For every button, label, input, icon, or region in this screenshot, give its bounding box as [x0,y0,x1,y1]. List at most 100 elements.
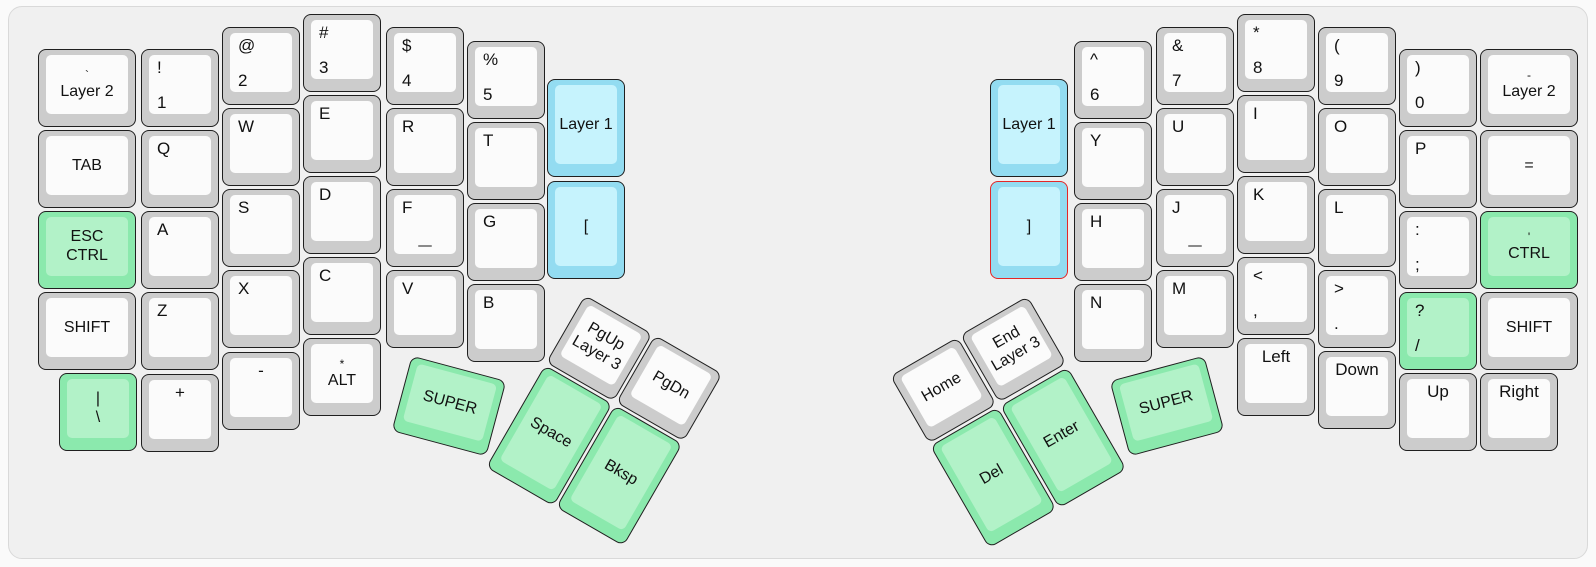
key-9-label-0: ( [1334,36,1340,55]
key-o-cap: O [1326,114,1388,173]
key-m[interactable]: M [1156,270,1234,348]
key-super-left[interactable]: SUPER [391,355,507,457]
key-asterisk-alt[interactable]: *ALT [303,338,381,416]
key-super-right[interactable]: SUPER [1109,355,1225,457]
key-down-arrow[interactable]: Down [1318,351,1396,429]
key-h[interactable]: H [1074,203,1152,281]
key-semicolon[interactable]: :; [1399,211,1477,289]
key-layer1-right[interactable]: Layer 1 [990,79,1068,177]
key-l[interactable]: L [1318,189,1396,267]
key-g-cap: G [475,209,537,268]
key-e[interactable]: E [303,95,381,173]
key-tab[interactable]: TAB [38,130,136,208]
key-home-cap: Home [899,346,984,429]
key-x[interactable]: X [222,270,300,348]
key-pipe-backslash-label-1: \ [95,409,101,426]
key-a[interactable]: A [141,211,219,289]
key-o-label-0: O [1334,117,1348,136]
key-equals-cap: = [1488,136,1570,195]
key-j-cap: J [1164,195,1226,254]
key-j-homing-bar [1188,245,1202,247]
key-right-arrow[interactable]: Right [1480,373,1558,451]
key-comma[interactable]: <, [1237,257,1315,335]
key-s-cap: S [230,195,292,254]
key-b[interactable]: B [467,284,545,362]
key-tab-label-0: TAB [72,156,102,174]
key-question-slash-label-0: ? [1415,301,1425,320]
key-3-cap: #3 [311,20,373,79]
key-question-slash[interactable]: ?/ [1399,292,1477,370]
key-super-right-label-0: SUPER [1137,386,1195,418]
key-semicolon-cap: :; [1407,217,1469,276]
key-w[interactable]: W [222,108,300,186]
key-k-cap: K [1245,182,1307,241]
key-z-label-0: Z [157,301,168,320]
key-c[interactable]: C [303,257,381,335]
key-left-bracket[interactable]: [ [547,181,625,279]
key-4[interactable]: $4 [386,27,464,105]
key-9-cap: (9 [1326,33,1388,92]
key-t[interactable]: T [467,122,545,200]
key-up-arrow[interactable]: Up [1399,373,1477,451]
key-c-label-0: C [319,266,332,285]
key-y[interactable]: Y [1074,122,1152,200]
key-5[interactable]: %5 [467,41,545,119]
key-f[interactable]: F [386,189,464,267]
key-period[interactable]: >. [1318,270,1396,348]
key-6[interactable]: ^6 [1074,41,1152,119]
key-c-cap: C [311,263,373,322]
key-v[interactable]: V [386,270,464,348]
key-i[interactable]: I [1237,95,1315,173]
key-4-label-0: $ [402,36,412,55]
key-a-cap: A [149,217,211,276]
key-p[interactable]: P [1399,130,1477,208]
key-right-bracket[interactable]: ] [990,181,1068,279]
key-space-label-0: Space [527,413,576,451]
key-b-cap: B [475,290,537,349]
key-7[interactable]: &7 [1156,27,1234,105]
key-o[interactable]: O [1318,108,1396,186]
key-pgdn-label-0: PgDn [649,367,693,403]
key-asterisk-alt-label-1: ALT [327,372,357,389]
key-d[interactable]: D [303,176,381,254]
key-g[interactable]: G [467,203,545,281]
key-shift-left[interactable]: SHIFT [38,292,136,370]
key-f-homing-bar [418,245,432,247]
key-q[interactable]: Q [141,130,219,208]
key-layer2-left[interactable]: `Layer 2 [38,49,136,127]
key-minus-left[interactable]: - [222,352,300,430]
key-0[interactable]: )0 [1399,49,1477,127]
key-plus[interactable]: + [141,374,219,452]
key-comma-label-0: < [1253,266,1263,285]
key-question-slash-label-1: / [1415,336,1420,355]
key-z[interactable]: Z [141,292,219,370]
key-j[interactable]: J [1156,189,1234,267]
key-3[interactable]: #3 [303,14,381,92]
key-7-cap: &7 [1164,33,1226,92]
key-s[interactable]: S [222,189,300,267]
key-equals[interactable]: = [1480,130,1578,208]
key-minus-left-label-0: - [258,361,264,380]
key-layer1-right-label-0: Layer 1 [1002,115,1056,133]
key-9[interactable]: (9 [1318,27,1396,105]
key-k[interactable]: K [1237,176,1315,254]
key-left-arrow[interactable]: Left [1237,338,1315,416]
key-layer1-left[interactable]: Layer 1 [547,79,625,177]
key-1[interactable]: !1 [141,49,219,127]
key-shift-right[interactable]: SHIFT [1480,292,1578,370]
key-r[interactable]: R [386,108,464,186]
key-pipe-backslash[interactable]: |\ [59,373,137,451]
key-n[interactable]: N [1074,284,1152,362]
key-8[interactable]: *8 [1237,14,1315,92]
key-1-cap: !1 [149,55,211,114]
key-l-cap: L [1326,195,1388,254]
key-2-label-0: @ [238,36,256,55]
key-quote-ctrl[interactable]: 'CTRL [1480,211,1578,289]
key-u[interactable]: U [1156,108,1234,186]
key-2[interactable]: @2 [222,27,300,105]
key-layer2-right[interactable]: -Layer 2 [1480,49,1578,127]
